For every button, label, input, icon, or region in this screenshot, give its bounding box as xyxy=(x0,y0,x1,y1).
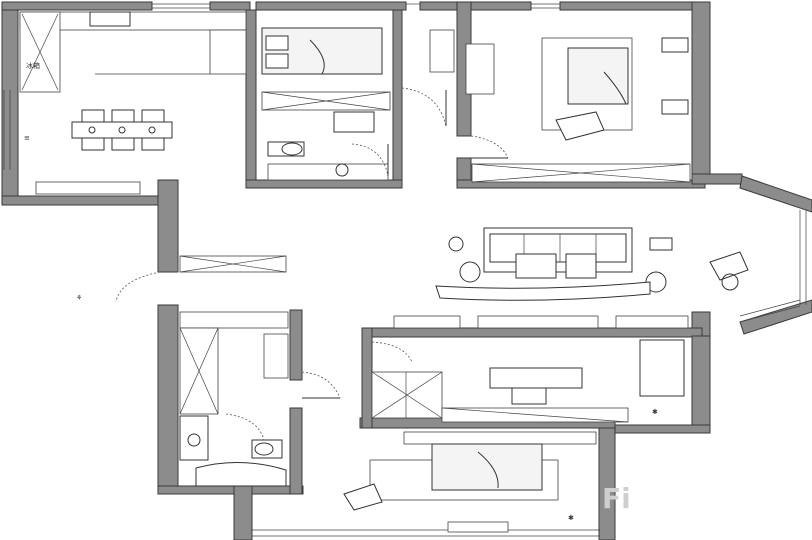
lounge-chair-icon xyxy=(709,251,749,281)
toilet-2-icon xyxy=(251,439,283,459)
bed-2-icon xyxy=(431,443,543,491)
bedroom-1 xyxy=(429,29,691,183)
double-bed-icon xyxy=(567,47,629,105)
plant-mark: ✱ xyxy=(652,408,658,416)
armchair-icon xyxy=(555,111,605,141)
sink-icon xyxy=(89,11,131,27)
bathtub-icon xyxy=(195,462,287,487)
fridge-label: 冰箱 xyxy=(26,61,40,70)
toilet-icon xyxy=(267,141,305,157)
desk-icon xyxy=(489,367,583,389)
study: ✱ xyxy=(371,339,685,423)
living-room xyxy=(393,227,801,329)
plant-2-mark: ✱ xyxy=(568,514,574,522)
windows xyxy=(3,3,807,537)
bathroom-1 xyxy=(261,27,447,181)
corridor-cabinets: ⚘ xyxy=(76,255,287,303)
side-label: ≡ xyxy=(24,134,30,142)
coffee-table-icon xyxy=(515,253,557,279)
bedroom-2: ✱ Fi xyxy=(343,431,631,533)
sideboard xyxy=(35,181,141,195)
entry-mark: ⚘ xyxy=(76,294,82,302)
bathroom-2 xyxy=(179,311,413,487)
washbasin-icon xyxy=(179,415,209,461)
dining-table: ≡ xyxy=(24,109,173,151)
watermark: Fi xyxy=(602,482,631,515)
kitchen: 冰箱 xyxy=(19,11,247,93)
